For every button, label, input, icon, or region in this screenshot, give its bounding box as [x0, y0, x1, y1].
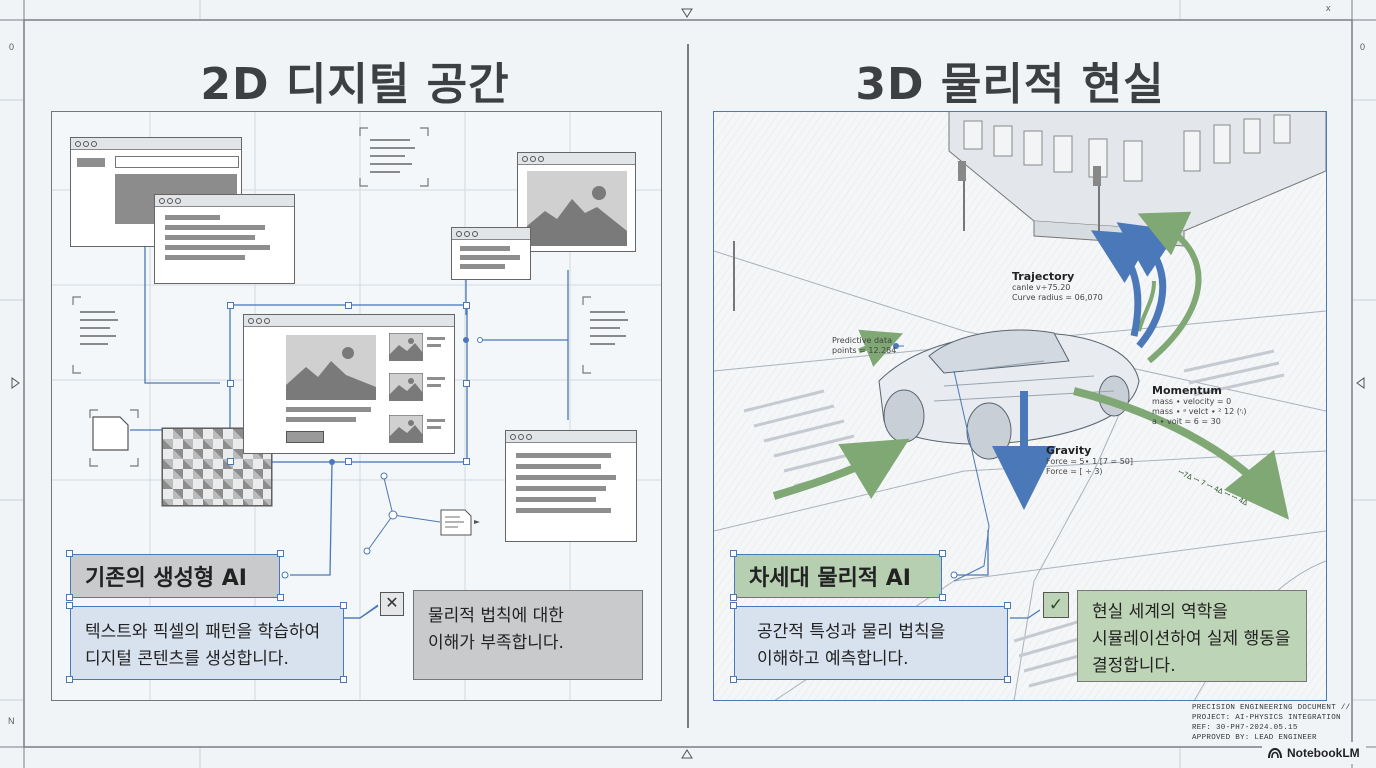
- label-handle[interactable]: [730, 550, 737, 557]
- selection-handle[interactable]: [463, 380, 470, 387]
- connector-lines-right: [950, 530, 1040, 619]
- image-window-top-right: [517, 152, 636, 252]
- stamp-line: PROJECT: AI-PHYSICS INTEGRATION: [1192, 714, 1341, 722]
- trajectory-line: canle v÷75.20: [1012, 283, 1071, 292]
- brand-name: NotebookLM: [1287, 746, 1360, 760]
- stamp-line: PRECISION ENGINEERING DOCUMENT //: [1192, 704, 1351, 712]
- selection-handle[interactable]: [463, 302, 470, 309]
- desc-handle[interactable]: [340, 676, 347, 683]
- physical-ai-label: 차세대 물리적 AI: [734, 554, 942, 598]
- predictive-line: points = 12.284: [832, 346, 897, 355]
- legacy-ai-description: 텍스트와 픽셀의 패턴을 학습하여 디지털 콘텐츠를 생성합니다.: [70, 606, 344, 680]
- desc-handle[interactable]: [730, 676, 737, 683]
- label-handle[interactable]: [730, 594, 737, 601]
- predictive-data-annotation: Predictive data points = 12.284: [832, 336, 896, 356]
- right-diagram-panel: [713, 111, 1327, 701]
- selection-handle[interactable]: [463, 458, 470, 465]
- brand-badge: NotebookLM: [1262, 742, 1366, 764]
- trajectory-annotation: Trajectory canle v÷75.20 Curve radius = …: [1012, 270, 1103, 303]
- gravity-line: Force = [ ÷ 3): [1046, 467, 1103, 476]
- right-panel-title: 3D 물리적 현실: [855, 59, 1165, 110]
- connector-line-left-desc: [344, 605, 379, 619]
- momentum-line: a ∙ voit = 6 = 30: [1152, 417, 1221, 426]
- desc-handle[interactable]: [66, 602, 73, 609]
- small-text-window: [451, 227, 531, 280]
- label-handle[interactable]: [939, 550, 946, 557]
- margin-mark-0-right: 0: [1360, 42, 1366, 52]
- document-stamp: PRECISION ENGINEERING DOCUMENT // PROJEC…: [1192, 703, 1352, 743]
- margin-mark-n: N: [8, 716, 15, 726]
- legacy-ai-label: 기존의 생성형 AI: [70, 554, 280, 598]
- central-layout-window: [243, 314, 455, 454]
- selection-handle[interactable]: [345, 458, 352, 465]
- momentum-line: mass ∙ ᵃ velct ∙ ² 12 (ʳᵢ): [1152, 407, 1247, 416]
- left-panel-title: 2D 디지털 공간: [200, 59, 510, 110]
- selection-handle[interactable]: [345, 302, 352, 309]
- momentum-line: mass ∙ velocity = 0: [1152, 397, 1232, 406]
- selection-handle[interactable]: [227, 458, 234, 465]
- selection-handle[interactable]: [227, 302, 234, 309]
- check-mark-icon: ✓: [1043, 592, 1069, 618]
- desc-handle[interactable]: [340, 602, 347, 609]
- gravity-annotation: Gravity Force = 5∙ 1 [7 = 50] Force = [ …: [1046, 444, 1133, 477]
- trajectory-title: Trajectory: [1012, 270, 1075, 283]
- text-document-window: [154, 194, 295, 284]
- margin-mark-0-left: 0: [9, 42, 15, 52]
- momentum-annotation: Momentum mass ∙ velocity = 0 mass ∙ ᵃ ve…: [1152, 384, 1247, 427]
- desc-handle[interactable]: [1004, 602, 1011, 609]
- physical-ai-description: 공간적 특성과 물리 법칙을 이해하고 예측합니다.: [734, 606, 1008, 680]
- desc-handle[interactable]: [1004, 676, 1011, 683]
- desc-handle[interactable]: [730, 602, 737, 609]
- gravity-title: Gravity: [1046, 444, 1092, 457]
- predictive-line: Predictive data: [832, 336, 892, 345]
- trajectory-line: Curve radius = 06,070: [1012, 293, 1103, 302]
- stamp-line: REF: 30-PH7-2024.05.15: [1192, 724, 1298, 732]
- article-window: [505, 430, 637, 542]
- label-handle[interactable]: [66, 594, 73, 601]
- label-handle[interactable]: [277, 594, 284, 601]
- physical-ai-result: 현실 세계의 역학을 시뮬레이션하여 실제 행동을 결정합니다.: [1077, 590, 1307, 682]
- label-handle[interactable]: [939, 594, 946, 601]
- desc-handle[interactable]: [66, 676, 73, 683]
- x-mark-icon: ✕: [380, 592, 404, 616]
- notebooklm-logo-icon: [1268, 747, 1282, 759]
- stamp-line: APPROVED BY: LEAD ENGINEER: [1192, 734, 1317, 742]
- corner-mark-x: x: [1326, 3, 1331, 13]
- legacy-ai-limitation: 물리적 법칙에 대한 이해가 부족합니다.: [413, 590, 643, 680]
- momentum-title: Momentum: [1152, 384, 1222, 397]
- gravity-line: Force = 5∙ 1 [7 = 50]: [1046, 457, 1134, 466]
- selection-handle[interactable]: [227, 380, 234, 387]
- label-handle[interactable]: [66, 550, 73, 557]
- label-handle[interactable]: [277, 550, 284, 557]
